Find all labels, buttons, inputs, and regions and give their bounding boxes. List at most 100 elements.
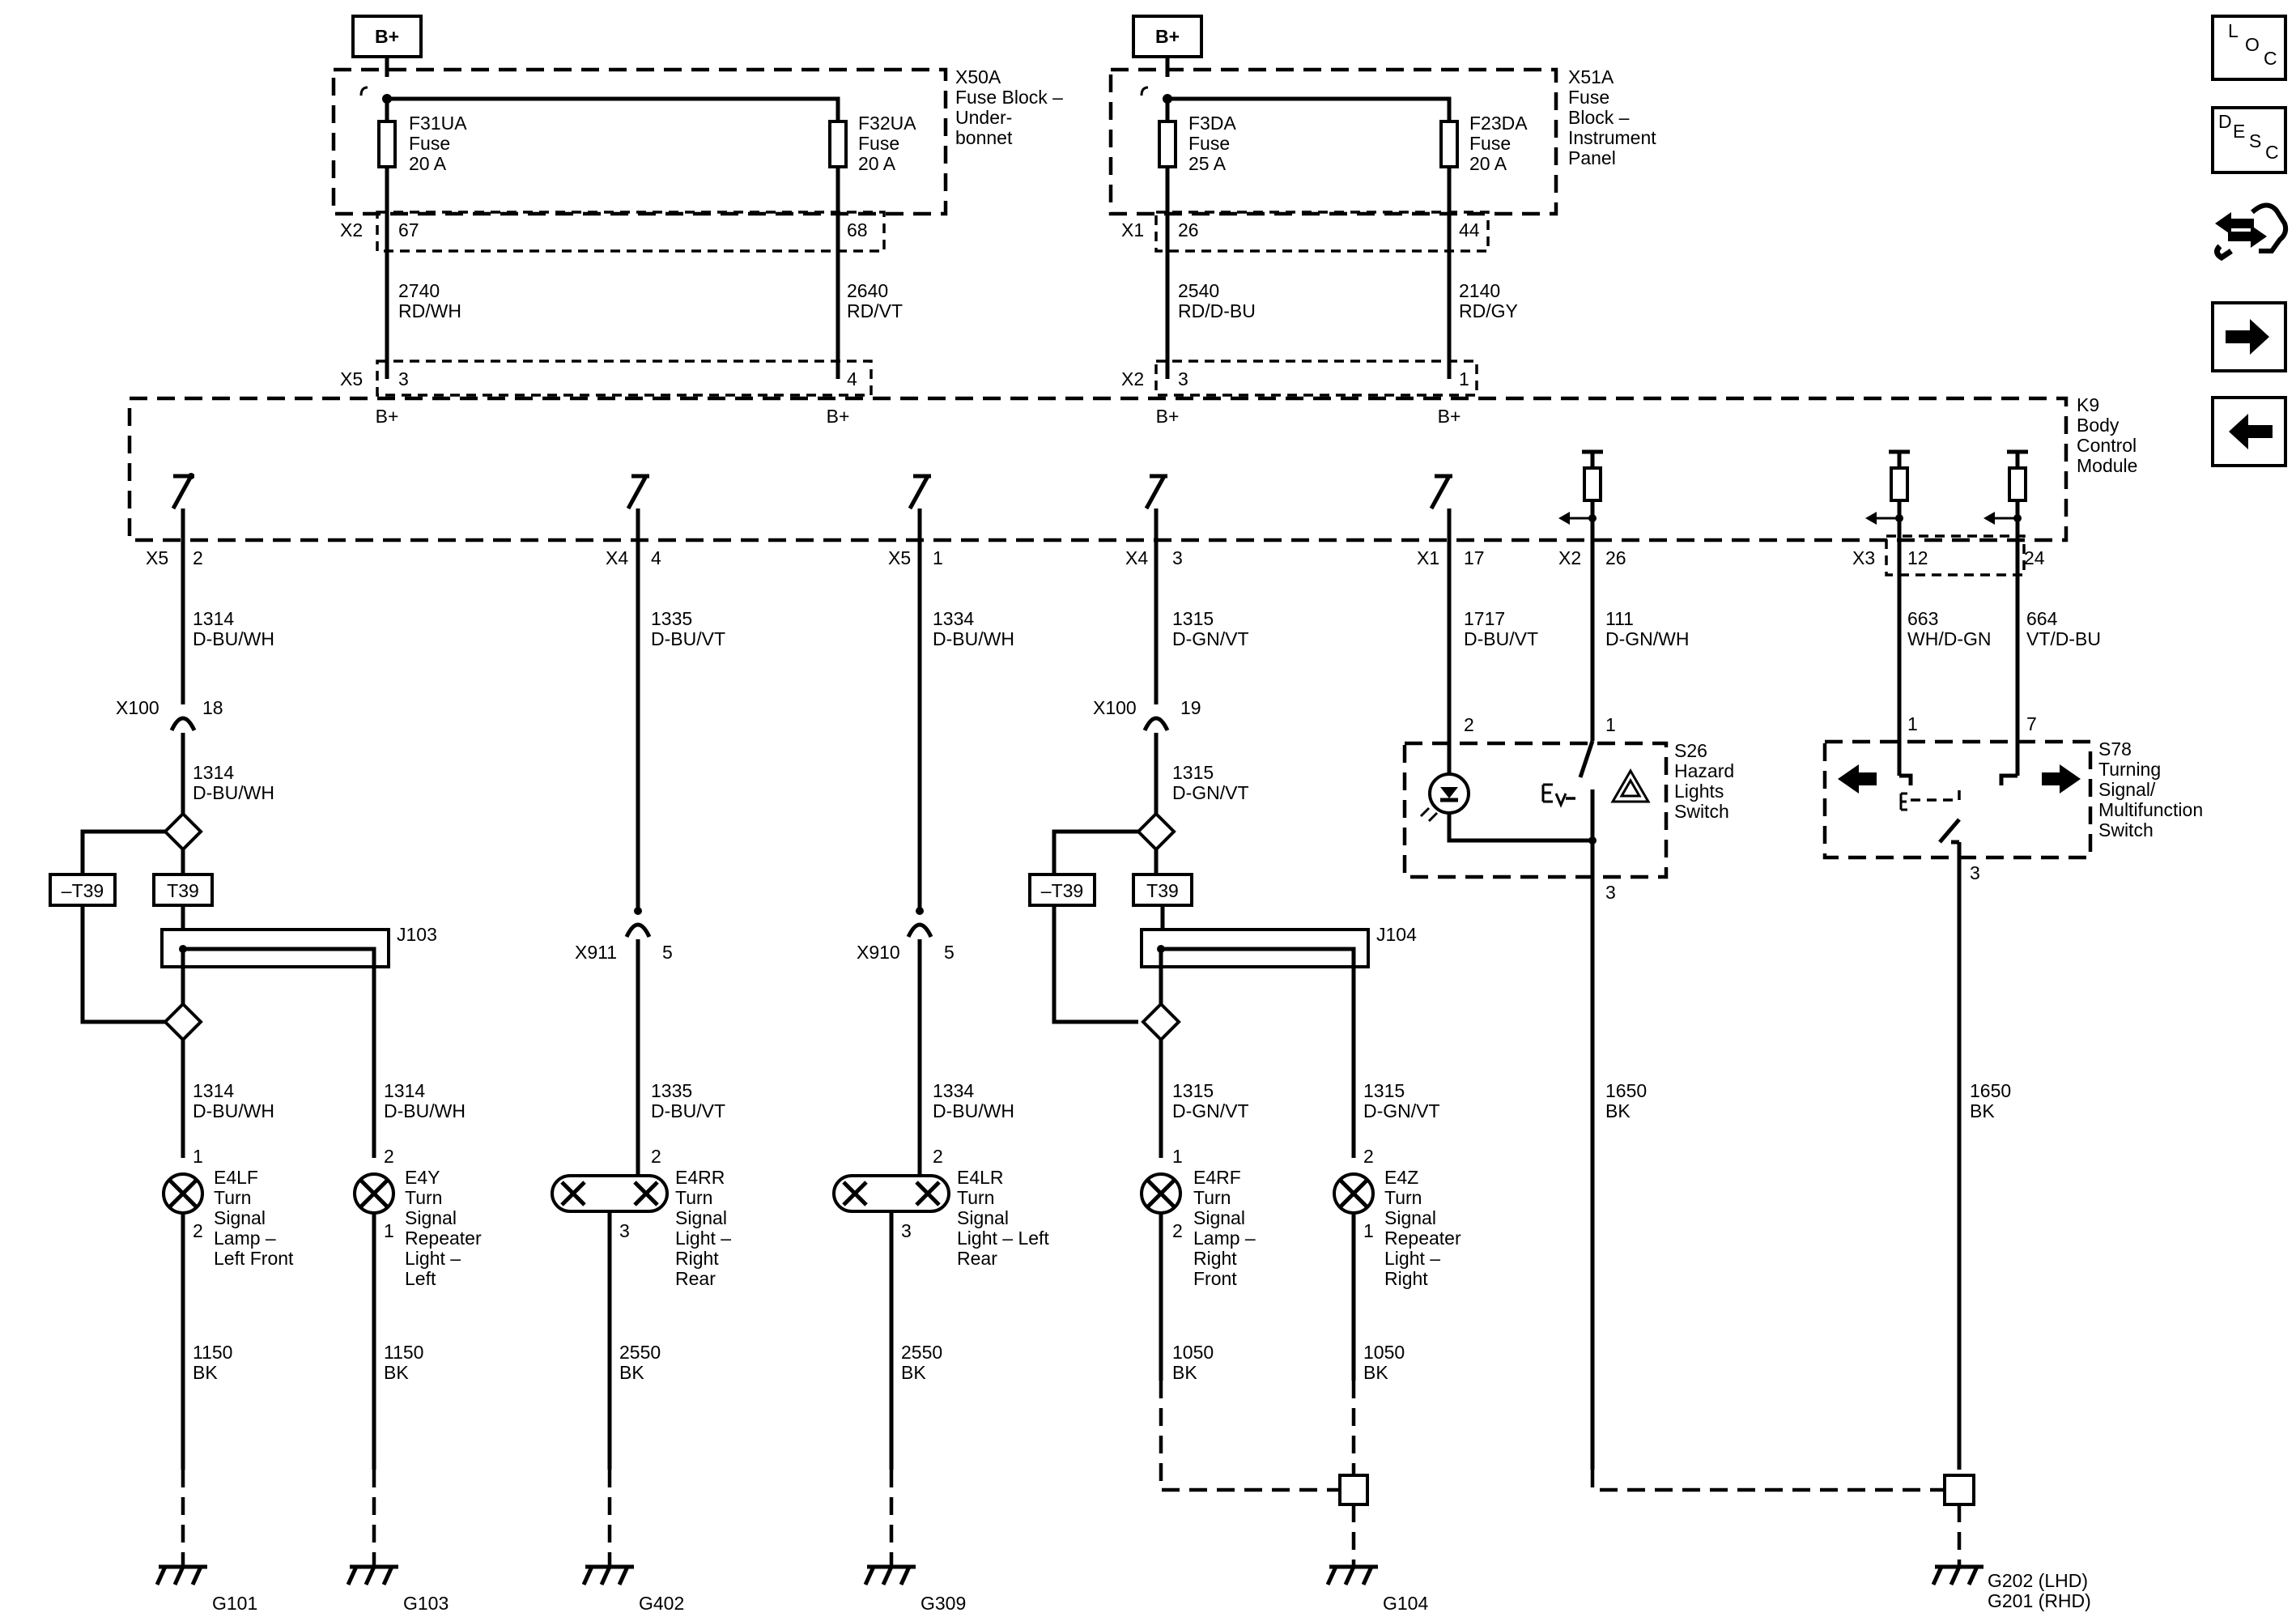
wire-labels-ground: 1150 BK 1150 BK 2550 BK 2550 BK 1050 BK … <box>193 1080 2011 1383</box>
arrow-left-icon <box>1838 764 1877 794</box>
switch-id: S78 <box>2098 738 2132 760</box>
bcm-input-resistor <box>1983 449 2028 525</box>
wire-color: D-GN/VT <box>1172 782 1249 803</box>
lamp-e4rr: 2 3 E4RR Turn Signal Light – Right Rear <box>551 1146 731 1567</box>
connector-label: X100 <box>116 697 159 718</box>
wire-color: D-BU/WH <box>193 1100 274 1121</box>
pin-label: 1 <box>1907 713 1918 734</box>
fuse-id: F32UA <box>858 113 916 134</box>
inline-connector-x100-19: X100 19 <box>1093 697 1201 732</box>
ground-label: G202 (LHD) <box>1988 1570 2088 1591</box>
connector-label: X1 <box>1417 547 1439 568</box>
fuse-rating: 25 A <box>1188 153 1227 174</box>
wire-number: 1150 <box>384 1342 423 1363</box>
pin-label: 5 <box>944 942 955 963</box>
inline-connector-x100-18: X100 18 <box>116 697 223 732</box>
lamp-e4lr: 2 3 E4LR Turn Signal Light – Left Rear <box>832 1146 1049 1567</box>
bcm-switch <box>1429 474 1452 510</box>
lamp-desc-line: Light – <box>1384 1248 1440 1269</box>
lamp-desc-line: Right <box>1384 1268 1428 1289</box>
bcm-input-resistor <box>1865 449 1910 525</box>
pin-label: 1 <box>193 1146 203 1167</box>
splice-pack-icon <box>1338 1474 1369 1506</box>
wire-color: RD/VT <box>847 300 903 321</box>
fuse-id: F3DA <box>1188 113 1236 134</box>
wire-number: 1050 <box>1363 1342 1405 1363</box>
loc-letter: L <box>2228 20 2239 41</box>
pin-label: 3 <box>1970 862 1980 883</box>
option-label: T39 <box>167 880 199 901</box>
connector-label: X100 <box>1093 697 1137 718</box>
body-control-module: K9 Body Control Module <box>127 394 2137 577</box>
lamp-desc-line: Right <box>1193 1248 1237 1269</box>
pin-label: 4 <box>651 547 661 568</box>
lamp-desc-line: Signal <box>405 1207 457 1228</box>
lamp-desc-line: Signal <box>1384 1207 1436 1228</box>
lamp-id: E4LR <box>957 1167 1004 1188</box>
lamp-id: E4Y <box>405 1167 440 1188</box>
ground-symbols: G101 G103 G402 G309 G104 G202 (LHD) G201… <box>155 1564 2091 1614</box>
ground-icon <box>581 1564 634 1586</box>
pin-label: 1 <box>1605 714 1616 735</box>
back-arrow-icon[interactable] <box>2211 396 2287 467</box>
x51a-title-line: Panel <box>1568 147 1616 168</box>
wire-number: 1335 <box>651 608 692 629</box>
lamp-e4z: 2 1 E4Z Turn Signal Repeater Light – Rig… <box>1333 1146 1461 1567</box>
lamp-desc-line: Left <box>405 1268 436 1289</box>
wire-number: 664 <box>2026 608 2058 629</box>
wire-number: 2640 <box>847 280 888 301</box>
wire-number: 1314 <box>193 762 234 783</box>
connector-label: X4 <box>1125 547 1148 568</box>
switch-desc-line: Switch <box>1674 801 1729 822</box>
lamp-desc-line: Lamp – <box>1193 1228 1256 1249</box>
bplus-pin-label: B+ <box>827 406 850 427</box>
pin-label: 7 <box>2026 713 2037 734</box>
switch-desc-line: Signal/ <box>2098 779 2156 800</box>
pin-label: 26 <box>1178 219 1199 240</box>
x51a-title-line: Instrument <box>1568 127 1656 148</box>
wire-number: 1717 <box>1464 608 1505 629</box>
bplus-source-box-2 <box>1132 15 1203 58</box>
x50a-title-line: bonnet <box>955 127 1013 148</box>
inline-connector-x910: X910 5 <box>857 907 955 963</box>
wire-number: 111 <box>1605 608 1634 629</box>
bcm-id: K9 <box>2077 394 2099 415</box>
lamp-id: E4LF <box>214 1167 258 1188</box>
pin-label: 68 <box>847 219 868 240</box>
pin-label: 2 <box>1172 1220 1183 1241</box>
ground-label: G104 <box>1383 1593 1428 1614</box>
wire-number: 1315 <box>1172 1080 1214 1101</box>
dual-bulb-icon <box>832 1174 950 1213</box>
connector-label: X5 <box>888 547 911 568</box>
option-splice-diamond <box>163 1002 203 1042</box>
connector-icon[interactable] <box>2214 202 2289 262</box>
pin-label: 67 <box>398 219 419 240</box>
wire-color: D-BU/VT <box>1464 628 1538 649</box>
forward-arrow-icon[interactable] <box>2211 301 2287 372</box>
ground-label: G402 <box>639 1593 684 1614</box>
wire-labels-upper: 1314 D-BU/WH 1335 D-BU/VT 1334 D-BU/WH 1… <box>193 608 2101 649</box>
lamp-id: E4RF <box>1193 1167 1241 1188</box>
location-button[interactable]: L O C <box>2211 15 2287 81</box>
bcm-title-line: Body <box>2077 415 2120 436</box>
fuse-rating: 20 A <box>858 153 896 174</box>
x51a-title-line: Fuse <box>1568 87 1609 108</box>
fuse-block-underbonnet: B+ X50A Fuse Block – Under- bonnet F31UA… <box>331 15 1063 427</box>
pin-label: 2 <box>193 547 203 568</box>
connector-label: X3 <box>1852 547 1875 568</box>
option-label: T39 <box>1146 880 1179 901</box>
lamp-desc-line: Front <box>1193 1268 1237 1289</box>
pin-label: 3 <box>901 1220 912 1241</box>
lamp-desc-line: Lamp – <box>214 1228 276 1249</box>
lamp-e4rf: 1 2 E4RF Turn Signal Lamp – Right Front <box>1140 1146 1340 1492</box>
lamp-desc-line: Turn <box>957 1187 994 1208</box>
connector-label: X1 <box>1121 219 1144 240</box>
wire-number: 1314 <box>193 608 234 629</box>
dual-bulb-icon <box>551 1174 669 1213</box>
fuse-type: Fuse <box>1469 133 1511 154</box>
description-button[interactable]: D E S C <box>2211 106 2287 174</box>
desc-letter: C <box>2265 142 2279 163</box>
switch-desc-line: Turning <box>2098 759 2161 780</box>
bplus-pin-label: B+ <box>376 406 399 427</box>
wire-color: RD/WH <box>398 300 461 321</box>
